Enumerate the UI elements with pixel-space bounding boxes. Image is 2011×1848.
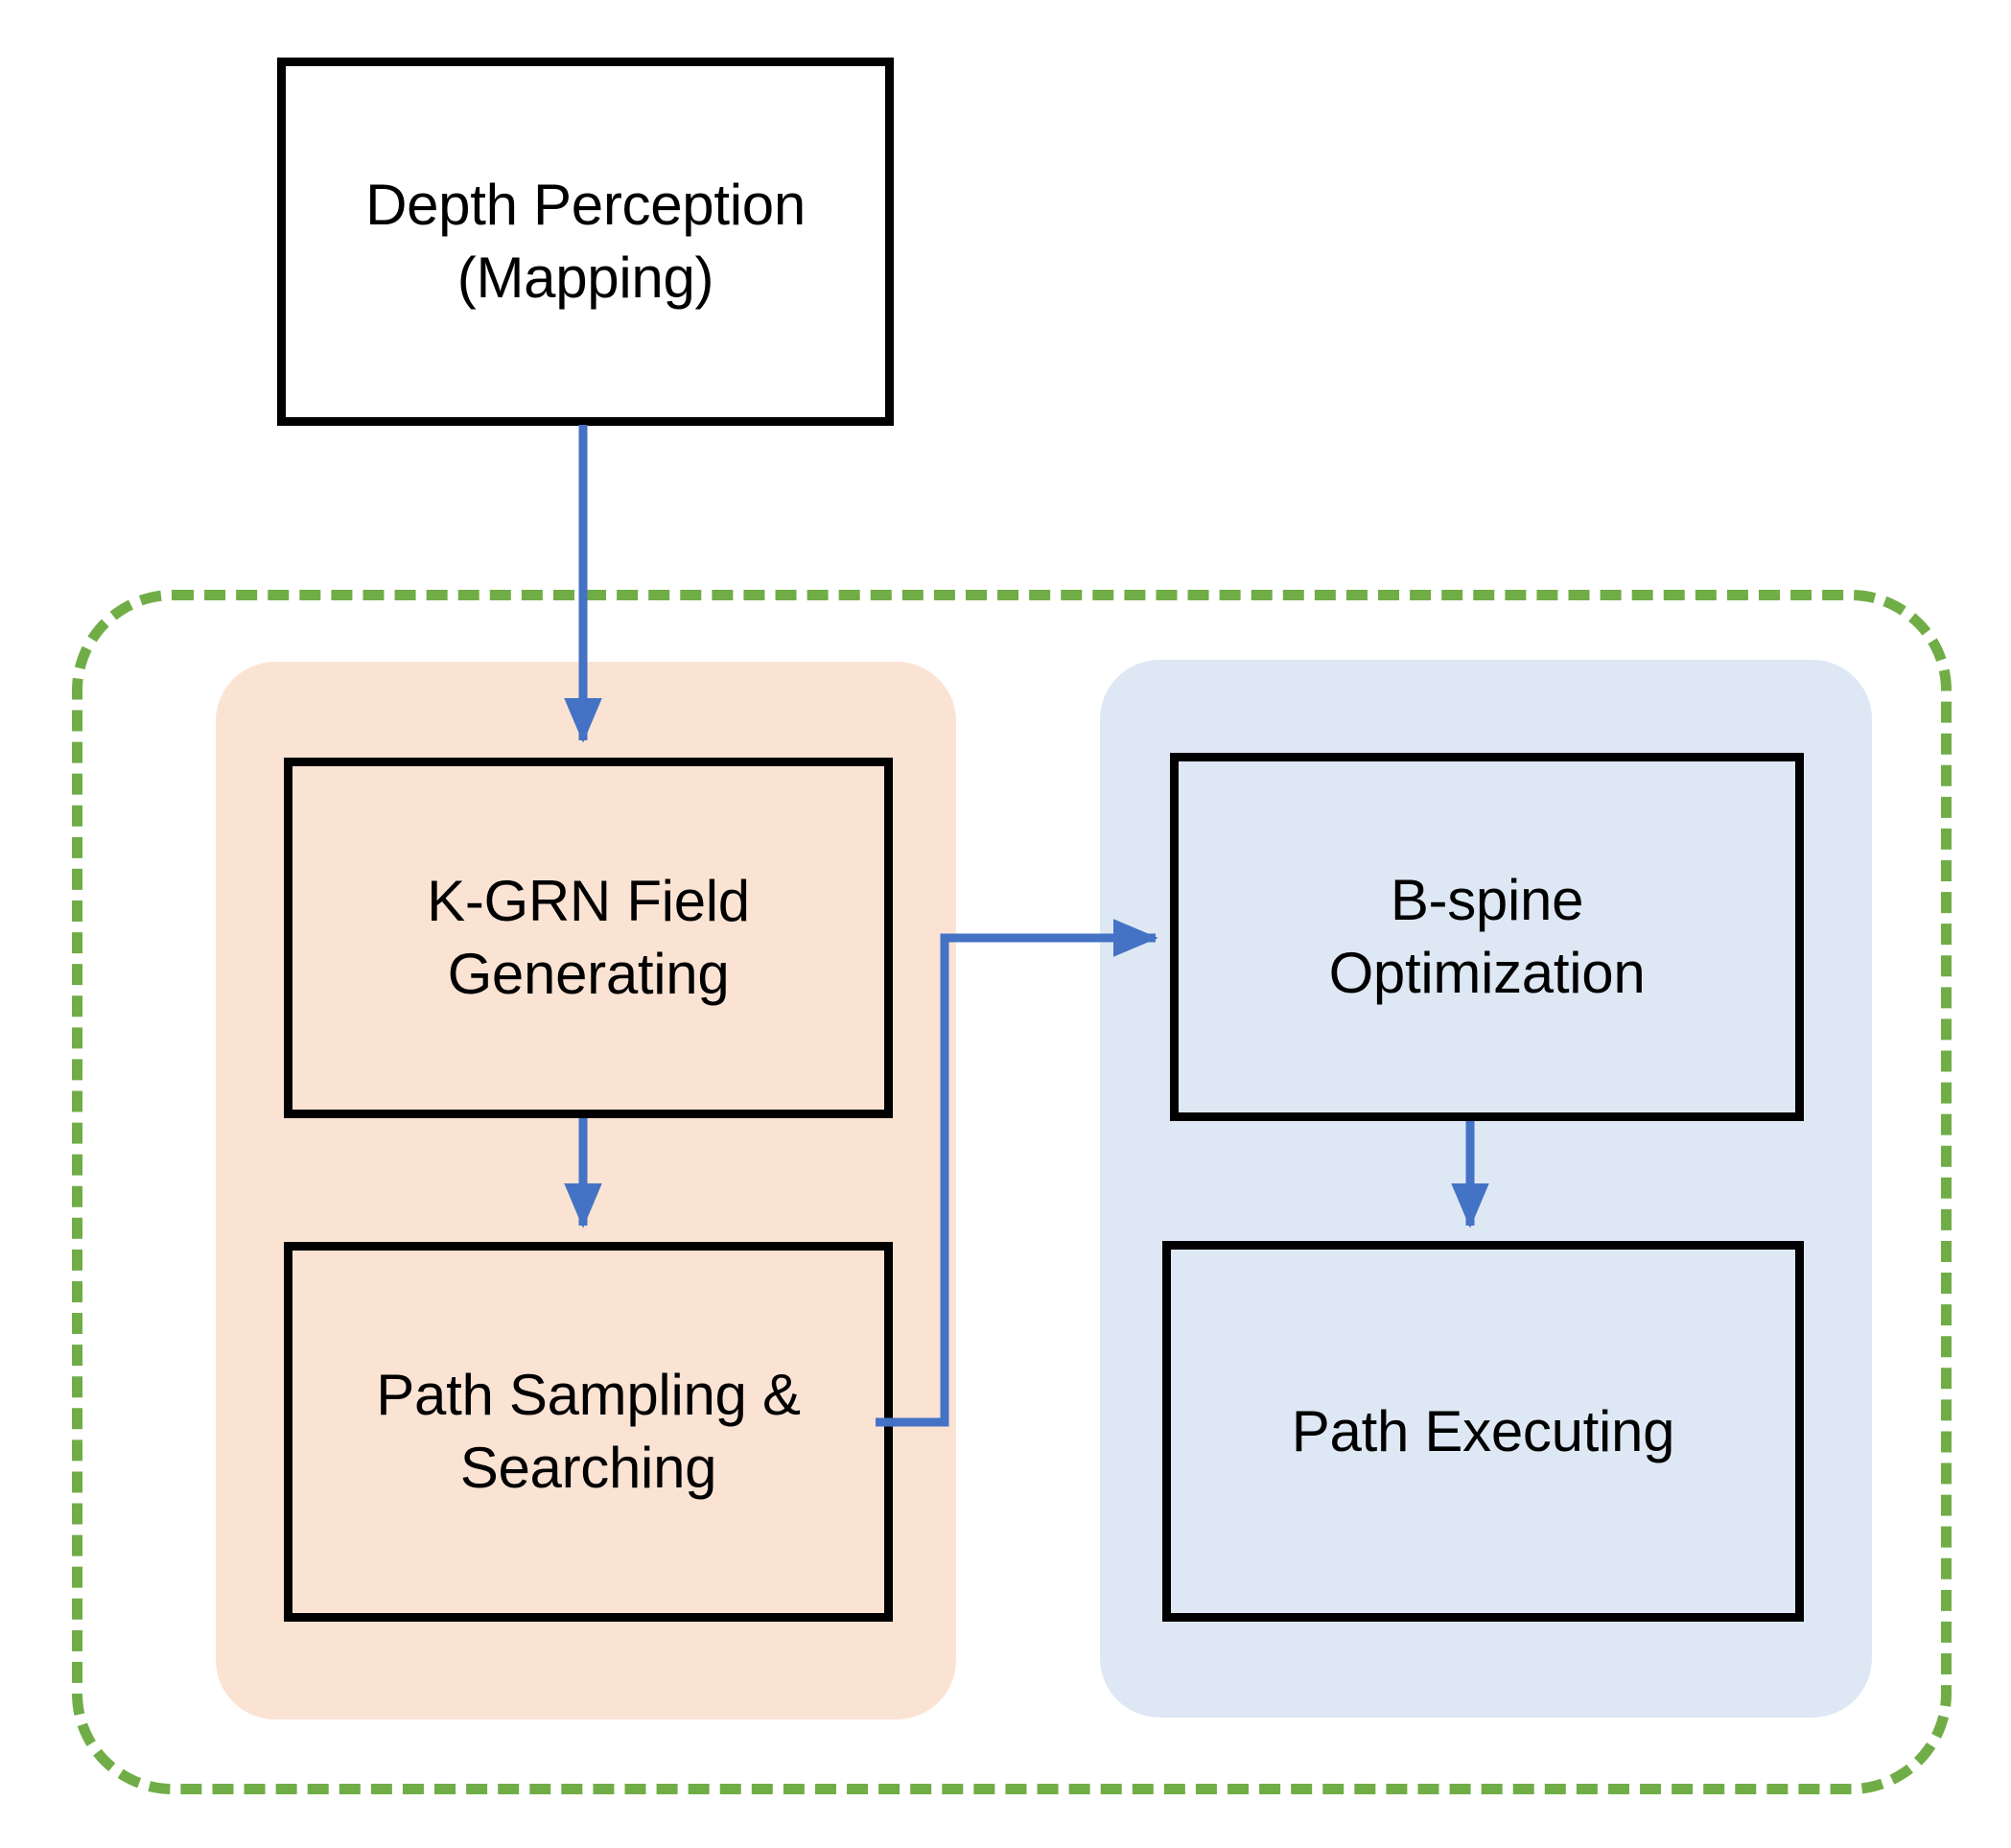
node-bspline-optimization[interactable]: B-spine Optimization: [1170, 753, 1804, 1121]
node-path-sampling-searching[interactable]: Path Sampling & Searching: [284, 1242, 893, 1622]
node-bspline-optimization-line2: Optimization: [1328, 941, 1646, 1005]
node-path-executing-line1: Path Executing: [1291, 1398, 1675, 1463]
node-path-executing[interactable]: Path Executing: [1162, 1241, 1804, 1622]
node-kgrn-field-generating[interactable]: K-GRN Field Generating: [284, 758, 893, 1118]
node-kgrn-field-generating-line2: Generating: [447, 942, 730, 1006]
node-kgrn-field-generating-line1: K-GRN Field: [427, 869, 750, 934]
node-depth-perception[interactable]: Depth Perception (Mapping): [277, 58, 894, 426]
node-depth-perception-line1: Depth Perception: [365, 173, 806, 238]
group-planner-dashed-boundary: [72, 590, 1952, 1794]
node-path-sampling-searching-line2: Searching: [459, 1436, 717, 1500]
node-bspline-optimization-line1: B-spine: [1390, 868, 1584, 933]
node-path-sampling-searching-line1: Path Sampling &: [376, 1363, 801, 1428]
node-depth-perception-line2: (Mapping): [456, 246, 714, 310]
